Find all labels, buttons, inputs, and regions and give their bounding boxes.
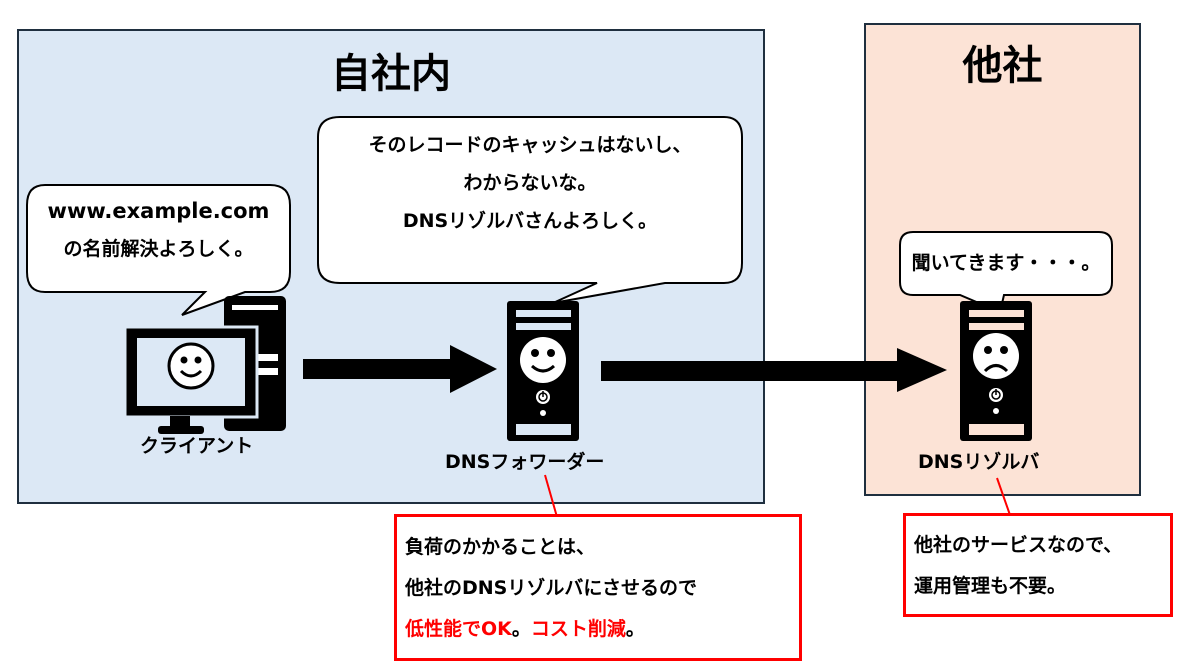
arrow-client-to-forwarder bbox=[303, 345, 497, 393]
forwarder-speech-bubble bbox=[317, 116, 743, 304]
forwarder-power-icon bbox=[536, 390, 550, 416]
resolver-note-connector bbox=[996, 477, 1011, 516]
forwarder-note-line: 負荷のかかることは、 bbox=[405, 536, 596, 558]
client-label: クライアント bbox=[140, 435, 254, 457]
resolver-bubble-line: 聞いてきます・・・。 bbox=[911, 252, 1101, 274]
own-company-title: 自社内 bbox=[331, 51, 451, 97]
forwarder-bubble-line: DNSリゾルバさんよろしく。 bbox=[402, 210, 658, 232]
client-pc-icon bbox=[123, 296, 286, 434]
punctuation: 。 bbox=[511, 618, 531, 640]
client-speech-bubble bbox=[26, 184, 291, 316]
arrow-forwarder-to-resolver bbox=[601, 348, 947, 392]
resolver-sad-face-icon bbox=[973, 333, 1019, 379]
resolver-note-line: 運用管理も不要。 bbox=[914, 575, 1067, 597]
punctuation: 。 bbox=[625, 618, 645, 640]
resolver-bubble-text: 聞いてきます・・・。 bbox=[900, 244, 1112, 282]
client-smile-face-icon bbox=[167, 342, 215, 390]
performance-highlight: 低性能でOK bbox=[405, 618, 512, 640]
forwarder-note: 負荷のかかることは、 他社のDNSリゾルバにさせるので 低性能でOK。コスト削減… bbox=[394, 514, 802, 661]
forwarder-smile-face-icon bbox=[520, 337, 566, 383]
forwarder-note-line: 他社のDNSリゾルバにさせるので bbox=[405, 577, 697, 599]
client-bubble-line: www.example.com bbox=[47, 199, 270, 223]
forwarder-note-line: 低性能でOK。コスト削減。 bbox=[405, 609, 799, 650]
forwarder-note-connector bbox=[544, 474, 558, 518]
forwarder-bubble-line: そのレコードのキャッシュはないし、 bbox=[368, 134, 692, 156]
other-company-title: 他社 bbox=[962, 43, 1043, 89]
client-bubble-text: www.example.com の名前解決よろしく。 bbox=[27, 192, 290, 268]
forwarder-bubble-text: そのレコードのキャッシュはないし、 わからないな。 DNSリゾルバさんよろしく。 bbox=[318, 126, 742, 240]
resolver-note-line: 他社のサービスなので、 bbox=[914, 534, 1123, 556]
cost-highlight: コスト削減 bbox=[530, 618, 626, 640]
resolver-power-icon bbox=[989, 388, 1003, 414]
forwarder-bubble-line: わからないな。 bbox=[463, 172, 597, 194]
forwarder-label: DNSフォワーダー bbox=[445, 451, 605, 473]
resolver-label: DNSリゾルバ bbox=[918, 451, 1040, 473]
resolver-note: 他社のサービスなので、 運用管理も不要。 bbox=[903, 513, 1173, 617]
client-bubble-line: の名前解決よろしく。 bbox=[63, 238, 254, 260]
